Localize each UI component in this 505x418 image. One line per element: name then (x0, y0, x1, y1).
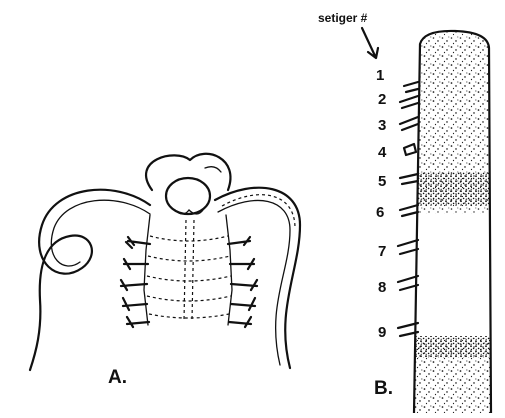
setiger-3: 3 (378, 117, 386, 134)
posterior-stipple (410, 358, 495, 413)
prostomium (146, 154, 230, 190)
panel-b-label: B. (374, 378, 393, 399)
chaetae-2 (400, 96, 418, 108)
mid-dorsal-line (184, 220, 186, 320)
right-parapodia (228, 237, 257, 327)
setiger-arrow (362, 28, 378, 58)
setiger-9: 9 (378, 324, 386, 341)
chaetae-6 (400, 205, 418, 216)
peristomium-lobe (166, 178, 210, 214)
chaetae-5 (400, 174, 418, 184)
setiger-1: 1 (376, 67, 384, 84)
chaetae-7 (398, 240, 418, 254)
chaetae-1 (404, 82, 418, 92)
dark-band-setiger-5 (410, 172, 495, 206)
setiger-numbers: 1 2 3 4 5 6 7 8 9 (376, 67, 387, 341)
segment-folds (147, 236, 231, 318)
setiger-7: 7 (378, 243, 386, 260)
panel-a-worm-anterior (30, 154, 300, 370)
mouth-folds (175, 167, 221, 214)
setiger-2: 2 (378, 91, 386, 108)
right-palp-inner (218, 200, 290, 365)
setiger-5: 5 (378, 173, 386, 190)
left-palp-inner (51, 200, 150, 266)
left-palp (30, 190, 150, 370)
dark-band-setiger-9 (410, 336, 495, 358)
panel-a-label: A. (108, 367, 127, 388)
setiger-6: 6 (376, 204, 384, 221)
band-setiger-1-4 (410, 40, 495, 170)
chaetae-4 (404, 144, 416, 155)
setiger-4: 4 (378, 144, 387, 161)
mid-dorsal-line-2 (192, 220, 194, 320)
trunk-right-margin (226, 215, 232, 325)
panel-b-worm-body (410, 31, 495, 413)
trunk-left-margin (144, 215, 150, 325)
clear-zone-setiger-6-9 (410, 214, 495, 338)
chaetae-3 (400, 117, 418, 130)
setiger-8: 8 (378, 279, 386, 296)
setiger-header: setiger # (318, 11, 368, 25)
